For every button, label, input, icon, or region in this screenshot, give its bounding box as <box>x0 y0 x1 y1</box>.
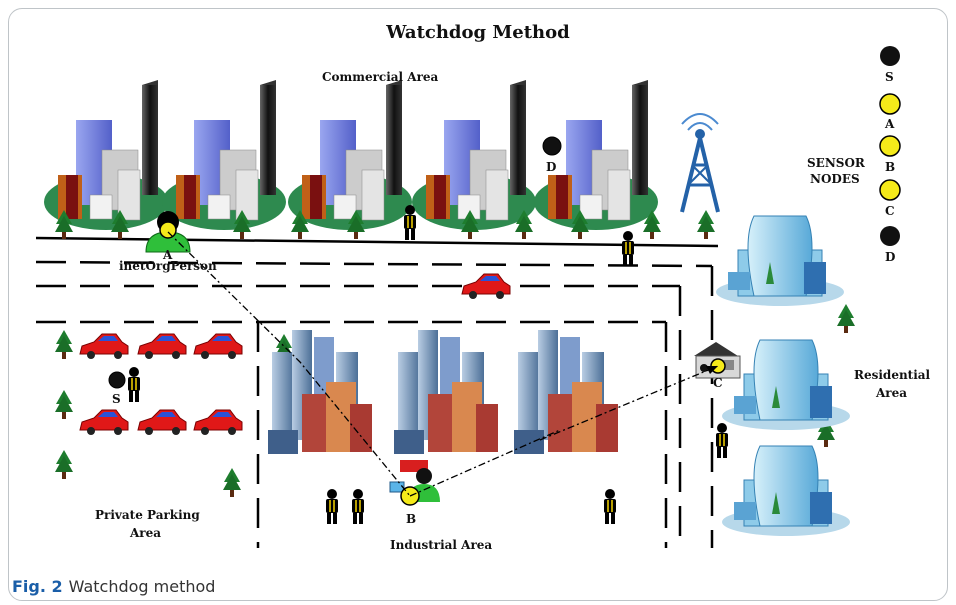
person-icon <box>715 422 729 459</box>
path-to-c <box>539 365 719 441</box>
person-icon <box>403 204 417 241</box>
tree-icon <box>55 450 73 479</box>
residential-building-icon <box>715 215 845 307</box>
person-icon <box>351 488 365 525</box>
car-icon <box>79 409 129 436</box>
node-c-label: C <box>713 376 723 390</box>
person-icon <box>127 366 141 403</box>
car-icon <box>193 409 243 436</box>
legend-node-c <box>879 179 901 201</box>
legend-heading-line2: NODES <box>810 172 860 186</box>
label-industrial-area: Industrial Area <box>390 538 493 552</box>
figure-caption-text: Watchdog method <box>68 577 216 596</box>
car-icon <box>193 333 243 360</box>
cell-tower-icon <box>680 113 720 213</box>
main-road <box>35 236 719 248</box>
legend-label-d: D <box>885 250 896 264</box>
tree-icon <box>697 210 715 239</box>
person-icon <box>603 488 617 525</box>
legend-node-s <box>880 46 900 66</box>
tree-icon <box>55 330 73 359</box>
diagram-title: Watchdog Method <box>386 22 570 43</box>
car-icon <box>79 333 129 360</box>
commercial-building-icon <box>411 79 537 231</box>
user-b-icon <box>389 460 440 506</box>
label-private-line2: Area <box>130 526 162 540</box>
node-s-label: S <box>112 392 121 406</box>
node-a-label: A <box>163 248 173 262</box>
label-residential-line1: Residential <box>854 368 931 382</box>
path-b-to-industrial <box>409 429 561 497</box>
residential-building-icon <box>721 445 851 537</box>
legend-label-b: B <box>885 160 896 174</box>
industrial-building-icon <box>394 330 498 454</box>
user-c-icon <box>694 342 741 379</box>
car-icon <box>137 333 187 360</box>
legend-label-a: A <box>885 117 895 131</box>
person-icon <box>325 488 339 525</box>
path-a-to-b <box>167 231 411 497</box>
node-d-marker <box>542 136 562 156</box>
arrowhead <box>706 366 718 374</box>
car-icon <box>137 409 187 436</box>
node-a-sublabel: inetOrgPerson <box>119 259 217 273</box>
label-commercial-area: Commercial Area <box>322 70 439 84</box>
legend-node-b <box>879 135 901 157</box>
commercial-building-icon <box>287 79 413 231</box>
industrial-building-icon <box>514 330 618 454</box>
legend-node-a <box>879 93 901 115</box>
legend-node-d <box>880 226 900 246</box>
residential-building-icon <box>721 339 851 431</box>
tree-icon <box>55 390 73 419</box>
figure-caption: Fig. 2 Watchdog method <box>12 577 215 596</box>
person-icon <box>621 230 635 267</box>
label-residential-line2: Area <box>876 386 908 400</box>
node-d-label: D <box>546 160 557 174</box>
legend-heading-line1: SENSOR <box>807 156 865 170</box>
tree-icon <box>223 468 241 497</box>
commercial-building-icon <box>43 79 169 231</box>
legend-label-c: C <box>885 204 895 218</box>
road-lane-divider <box>35 260 713 268</box>
label-private-line1: Private Parking <box>95 508 200 522</box>
figure-frame <box>8 8 948 601</box>
node-b-label: B <box>406 512 417 526</box>
node-s-marker <box>108 371 126 389</box>
commercial-building-icon <box>161 79 287 231</box>
figure-number: Fig. 2 <box>12 577 63 596</box>
car-icon <box>461 273 511 300</box>
tree-icon <box>837 304 855 333</box>
legend-label-s: S <box>885 70 894 84</box>
